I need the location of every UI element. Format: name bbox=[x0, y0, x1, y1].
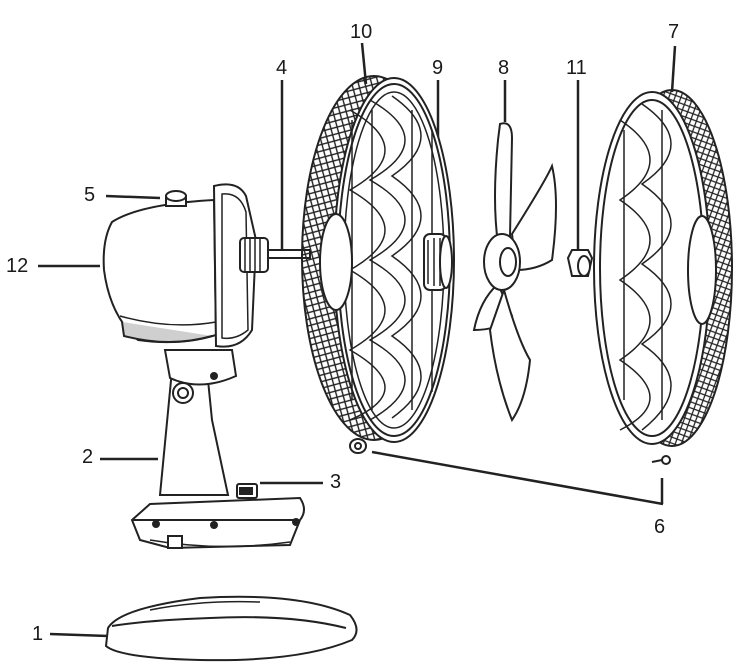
callout-1: 1 bbox=[32, 623, 44, 645]
screw-parts bbox=[349, 438, 671, 465]
callout-4: 4 bbox=[276, 57, 288, 79]
shaft-part bbox=[239, 237, 311, 273]
motor-housing-part bbox=[102, 183, 258, 348]
callout-12: 12 bbox=[6, 255, 29, 277]
callout-11: 11 bbox=[566, 57, 587, 79]
callout-5: 5 bbox=[84, 184, 96, 206]
callout-3: 3 bbox=[330, 471, 342, 493]
callout-9: 9 bbox=[432, 57, 444, 79]
leader-line-1 bbox=[49, 632, 109, 638]
leader-line-6a bbox=[371, 450, 664, 506]
nut-part bbox=[423, 233, 453, 291]
base-part bbox=[104, 595, 358, 662]
callout-8: 8 bbox=[498, 57, 510, 79]
front-grille-part bbox=[593, 89, 733, 447]
stand-part bbox=[130, 349, 305, 550]
leader-line-7 bbox=[670, 45, 677, 93]
callout-6: 6 bbox=[654, 516, 666, 538]
leader-line-5 bbox=[105, 194, 161, 200]
rear-grille-part bbox=[301, 75, 455, 443]
blade-part bbox=[472, 122, 557, 423]
callout-10: 10 bbox=[350, 21, 373, 43]
callout-2: 2 bbox=[82, 446, 94, 468]
spinner-part bbox=[566, 249, 594, 277]
callout-7: 7 bbox=[668, 21, 680, 43]
switch-part bbox=[236, 483, 258, 499]
